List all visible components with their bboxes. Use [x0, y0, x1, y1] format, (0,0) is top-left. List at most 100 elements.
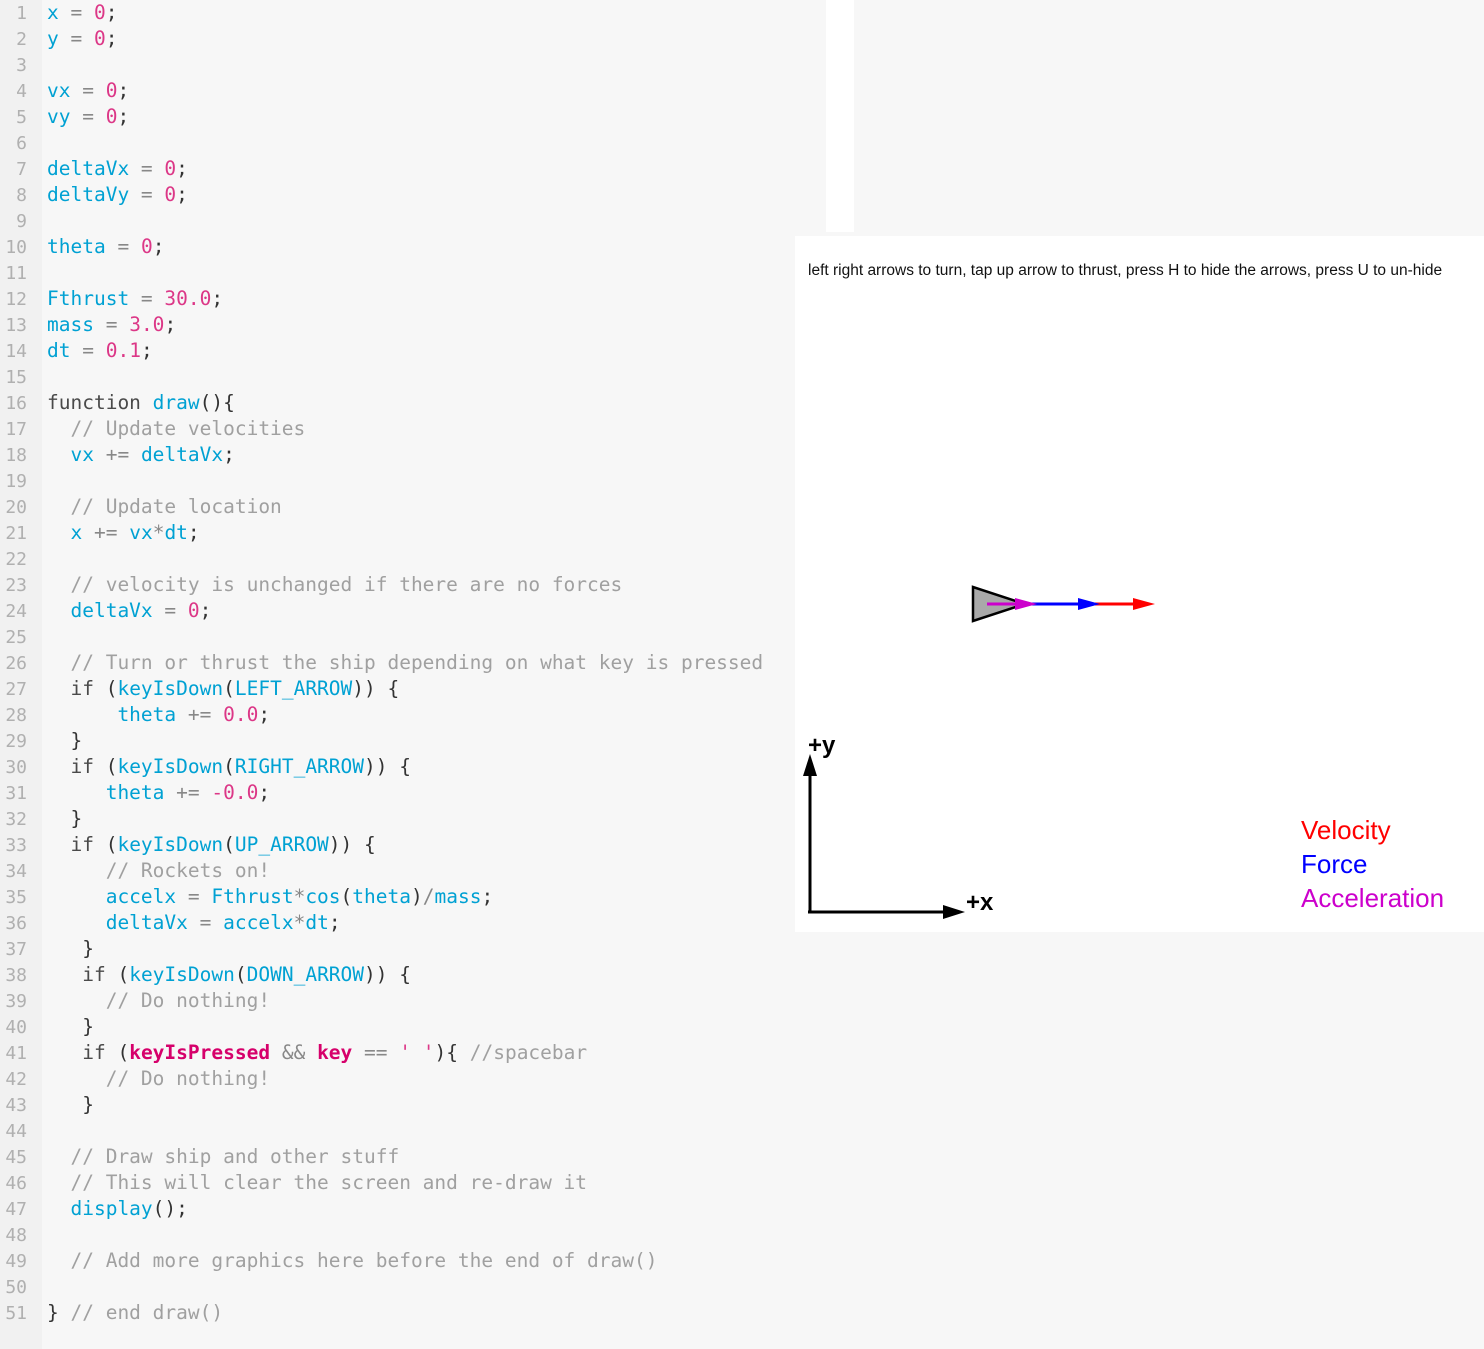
code-line[interactable]: 34 // Rockets on! [0, 858, 800, 884]
line-number: 27 [5, 679, 27, 700]
code-line[interactable]: 37 } [0, 936, 800, 962]
line-number: 17 [5, 419, 27, 440]
vector-legend: Velocity Force Acceleration [1301, 813, 1444, 915]
code-line[interactable]: 36 deltaVx = accelx*dt; [0, 910, 800, 936]
code-line[interactable]: 40 } [0, 1014, 800, 1040]
y-axis-label: +y [808, 732, 836, 759]
code-line[interactable]: 51} // end draw() [0, 1300, 800, 1326]
velocity-arrowhead [1133, 598, 1155, 610]
sketch-canvas[interactable] [795, 236, 1484, 932]
line-number: 39 [5, 991, 27, 1012]
code-line[interactable]: 26 // Turn or thrust the ship depending … [0, 650, 800, 676]
code-line[interactable]: 48 [0, 1222, 800, 1248]
x-axis-label: +x [966, 889, 994, 916]
line-number: 30 [5, 757, 27, 778]
code-line[interactable]: 18 vx += deltaVx; [0, 442, 800, 468]
code-line[interactable]: 19 [0, 468, 800, 494]
line-number: 51 [5, 1303, 27, 1324]
code-line[interactable]: 25 [0, 624, 800, 650]
code-text: vx += deltaVx; [47, 443, 235, 466]
code-text: deltaVx = 0; [47, 157, 188, 180]
code-line[interactable]: 46 // This will clear the screen and re-… [0, 1170, 800, 1196]
legend-velocity: Velocity [1301, 815, 1391, 845]
code-line[interactable]: 30 if (keyIsDown(RIGHT_ARROW)) { [0, 754, 800, 780]
code-text: y = 0; [47, 27, 118, 50]
line-number: 24 [5, 601, 27, 622]
code-text: x = 0; [47, 1, 118, 24]
line-number: 28 [5, 705, 27, 726]
code-text: theta += -0.0; [47, 781, 271, 804]
code-line[interactable]: 50 [0, 1274, 800, 1300]
code-line[interactable]: 9 [0, 208, 800, 234]
line-number: 42 [5, 1069, 27, 1090]
code-line[interactable]: 32 } [0, 806, 800, 832]
code-line[interactable]: 24 deltaVx = 0; [0, 598, 800, 624]
code-text: mass = 3.0; [47, 313, 177, 336]
code-line[interactable]: 41 if (keyIsPressed && key == ' '){ //sp… [0, 1040, 800, 1066]
code-line[interactable]: 22 [0, 546, 800, 572]
code-line[interactable]: 39 // Do nothing! [0, 988, 800, 1014]
code-line[interactable]: 20 // Update location [0, 494, 800, 520]
line-number: 16 [5, 393, 27, 414]
code-line[interactable]: 1 x = 0; [0, 0, 800, 26]
page-background [854, 0, 1484, 232]
code-line[interactable]: 35 accelx = Fthrust*cos(theta)/mass; [0, 884, 800, 910]
legend-force: Force [1301, 849, 1368, 879]
code-text: if (keyIsDown(DOWN_ARROW)) { [47, 963, 411, 986]
code-line[interactable]: 6 [0, 130, 800, 156]
line-number: 47 [5, 1199, 27, 1220]
code-text: } [47, 1093, 94, 1116]
code-text: } [47, 729, 83, 752]
code-text: // Add more graphics here before the end… [47, 1249, 658, 1272]
code-line[interactable]: 38 if (keyIsDown(DOWN_ARROW)) { [0, 962, 800, 988]
code-line[interactable]: 17 // Update velocities [0, 416, 800, 442]
code-text: if (keyIsPressed && key == ' '){ //space… [47, 1041, 588, 1064]
line-number-gutter [0, 0, 42, 1349]
code-line[interactable]: 27 if (keyIsDown(LEFT_ARROW)) { [0, 676, 800, 702]
code-line[interactable]: 21 x += vx*dt; [0, 520, 800, 546]
code-text: // Update location [47, 495, 282, 518]
code-line[interactable]: 15 [0, 364, 800, 390]
code-line[interactable]: 11 [0, 260, 800, 286]
code-text: vy = 0; [47, 105, 130, 128]
code-text: // velocity is unchanged if there are no… [47, 573, 623, 596]
code-line[interactable]: 45 // Draw ship and other stuff [0, 1144, 800, 1170]
code-text: // Do nothing! [47, 1067, 271, 1090]
line-number: 5 [16, 107, 27, 128]
code-line[interactable]: 3 [0, 52, 800, 78]
code-line[interactable]: 23 // velocity is unchanged if there are… [0, 572, 800, 598]
code-text: accelx = Fthrust*cos(theta)/mass; [47, 885, 494, 908]
line-number: 33 [5, 835, 27, 856]
line-number: 26 [5, 653, 27, 674]
code-text: deltaVx = 0; [47, 599, 212, 622]
code-text: x += vx*dt; [47, 521, 200, 544]
line-number: 23 [5, 575, 27, 596]
line-number: 1 [16, 3, 27, 24]
y-axis-arrowhead [803, 754, 817, 776]
code-line[interactable]: 31 theta += -0.0; [0, 780, 800, 806]
code-line[interactable]: 33 if (keyIsDown(UP_ARROW)) { [0, 832, 800, 858]
line-number: 9 [16, 211, 27, 232]
code-line[interactable]: 44 [0, 1118, 800, 1144]
code-line[interactable]: 43 } [0, 1092, 800, 1118]
line-number: 44 [5, 1121, 27, 1142]
code-line[interactable]: 47 display(); [0, 1196, 800, 1222]
line-number: 14 [5, 341, 27, 362]
code-line[interactable]: 28 theta += 0.0; [0, 702, 800, 728]
code-line[interactable]: 42 // Do nothing! [0, 1066, 800, 1092]
code-line[interactable]: 5 vy = 0; [0, 104, 800, 130]
line-number: 11 [5, 263, 27, 284]
code-text: } [47, 1015, 94, 1038]
code-line[interactable]: 49 // Add more graphics here before the … [0, 1248, 800, 1274]
line-number: 10 [5, 237, 27, 258]
code-line[interactable]: 29 } [0, 728, 800, 754]
